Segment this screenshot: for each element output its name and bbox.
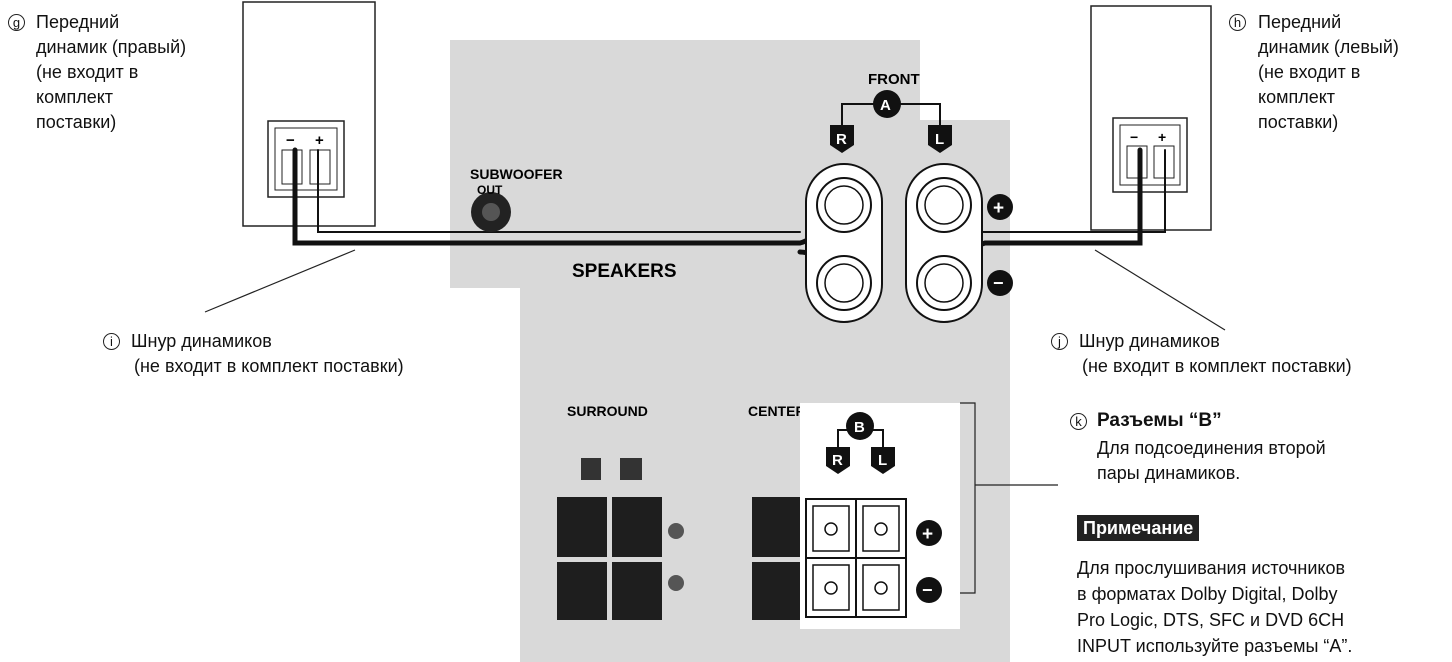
note-line: Pro Logic, DTS, SFC и DVD 6CH: [1077, 610, 1345, 630]
callout-j-line: Шнур динамиков: [1079, 331, 1220, 351]
front-r-letter: R: [836, 131, 847, 148]
callout-i-line: Шнур динамиков: [131, 331, 272, 351]
front-right-speaker: − +: [242, 1, 376, 227]
note-heading: Примечание: [1077, 515, 1200, 541]
speaker-minus-label-left: −: [1130, 129, 1138, 145]
callout-h-line: поставки): [1258, 112, 1339, 132]
subwoofer-jack: SUBWOOFER OUT: [470, 166, 563, 232]
callout-j-marker: j: [1051, 333, 1068, 350]
b-connectors-group: B R L + −: [800, 403, 960, 629]
leader-lines: [204, 249, 1226, 594]
callout-i-line2: (не входит в комплект поставки): [134, 356, 404, 376]
callout-k-title: Разъемы “B”: [1097, 410, 1222, 431]
b-minus-sign: −: [922, 580, 933, 600]
front-a-letter: A: [880, 97, 891, 114]
callout-g-text: Передний динамик (правый) (не входит в к…: [36, 10, 186, 135]
callout-k-text: Для подсоединения второй пары динамиков.: [1097, 436, 1326, 486]
callout-g-line: динамик (правый): [36, 37, 187, 57]
callout-j-line2: (не входит в комплект поставки): [1082, 356, 1352, 376]
callout-g-line: комплект: [36, 87, 114, 107]
callout-g-line: поставки): [36, 112, 117, 132]
front-label: FRONT: [868, 71, 920, 88]
callout-h-marker: h: [1229, 14, 1246, 31]
note-line: в форматах Dolby Digital, Dolby: [1077, 584, 1338, 604]
callout-h-line: динамик (левый): [1258, 37, 1399, 57]
note-line: Для прослушивания источников: [1077, 558, 1346, 578]
speaker-minus-label: −: [286, 132, 295, 149]
note-line: INPUT используйте разъемы “A”.: [1077, 636, 1353, 656]
front-left-speaker: − +: [1090, 5, 1212, 231]
callout-h-line: комплект: [1258, 87, 1336, 107]
speaker-plus-label-left: +: [1158, 129, 1166, 145]
callout-h-text: Передний динамик (левый) (не входит в ко…: [1258, 10, 1399, 135]
callout-h-line: Передний: [1258, 12, 1342, 32]
b-letter: B: [854, 419, 865, 436]
note-text: Для прослушивания источников в форматах …: [1077, 555, 1352, 659]
front-terminals: + −: [805, 163, 1013, 323]
callout-k-line: пары динамиков.: [1097, 463, 1241, 483]
callout-g-line: Передний: [36, 12, 120, 32]
center-label: CENTER: [748, 403, 806, 419]
front-minus-sign: −: [993, 273, 1004, 293]
callout-i-text: Шнур динамиков: [131, 329, 272, 354]
callout-g-line: (не входит в: [36, 62, 139, 82]
callout-h-line: (не входит в: [1258, 62, 1361, 82]
callout-k-line: Для подсоединения второй: [1097, 438, 1326, 458]
callout-j-text: Шнур динамиков: [1079, 329, 1220, 354]
b-r-letter: R: [832, 452, 843, 469]
front-plus-sign: +: [993, 198, 1004, 219]
speakers-label: SPEAKERS: [572, 261, 677, 282]
subwoofer-out-label: OUT: [477, 183, 503, 197]
callout-g-marker: g: [8, 14, 25, 31]
surround-label: SURROUND: [567, 403, 648, 419]
speaker-plus-label: +: [315, 132, 324, 149]
b-l-letter: L: [878, 452, 887, 469]
front-l-letter: L: [935, 131, 944, 148]
surround-center-block: SURROUND CENTER: [557, 403, 806, 620]
callout-i-marker: i: [103, 333, 120, 350]
callout-k-marker: k: [1070, 413, 1087, 430]
b-plus-sign: +: [922, 524, 933, 545]
subwoofer-label: SUBWOOFER: [470, 166, 563, 182]
front-a-group: FRONT A R L: [830, 71, 952, 153]
